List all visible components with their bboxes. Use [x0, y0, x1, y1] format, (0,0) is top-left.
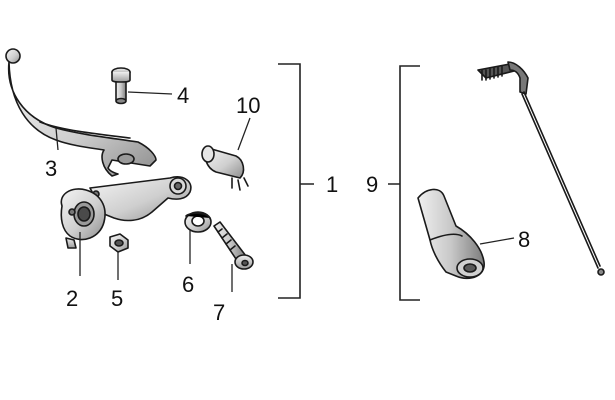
callout-1: 1	[326, 172, 338, 197]
switch-part	[201, 145, 249, 191]
spring-washer-part	[184, 211, 212, 233]
lever-holder-part	[60, 176, 192, 249]
screw-part	[213, 221, 254, 270]
assembly-bracket-1	[278, 63, 314, 299]
assembly-bracket-9	[388, 65, 420, 301]
leader-line-8	[479, 237, 515, 245]
callout-3: 3	[45, 156, 57, 181]
lever-part	[5, 48, 157, 177]
callout-9: 9	[366, 172, 378, 197]
pivot-bolt-part	[111, 67, 131, 105]
nut-part	[109, 233, 129, 253]
callout-4: 4	[177, 83, 189, 108]
grip-end-part	[417, 188, 485, 280]
callout-2: 2	[66, 286, 78, 311]
callout-10: 10	[236, 93, 260, 118]
leader-line-3	[55, 127, 59, 151]
callout-7: 7	[213, 300, 225, 325]
callout-5: 5	[111, 286, 123, 311]
callout-8: 8	[518, 227, 530, 252]
callout-6: 6	[182, 272, 194, 297]
leader-line-4	[127, 91, 173, 95]
leader-line-10	[237, 117, 251, 151]
cable-rod-part	[477, 61, 605, 276]
